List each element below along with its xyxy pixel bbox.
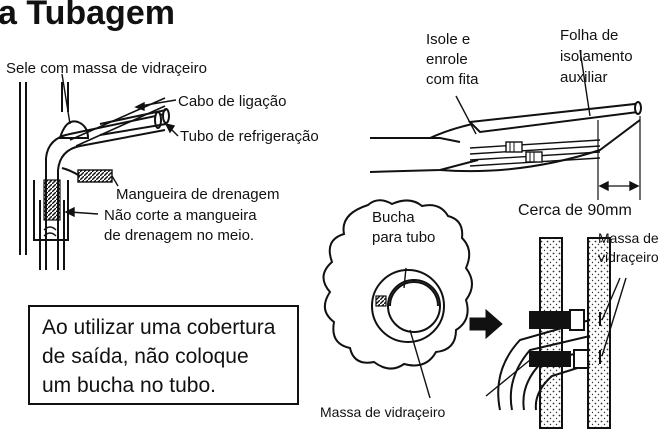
note-line-1: Ao utilizar uma cobertura — [42, 316, 276, 339]
pipes-through-wall — [497, 309, 601, 411]
label-isole-1: Isole e — [426, 31, 471, 48]
top-right-leaders — [455, 49, 640, 192]
label-folha-2: isolamento — [560, 48, 633, 65]
label-folha-3: auxiliar — [560, 69, 608, 86]
label-bucha-2: para tubo — [372, 229, 436, 246]
page-title: a Tubagem — [0, 0, 175, 32]
note-box: Ao utilizar uma cobertura de saída, não … — [28, 305, 299, 405]
insulated-pipe-drawing — [369, 101, 642, 200]
label-cabo-ligacao: Cabo de ligação — [178, 93, 287, 110]
label-mangueira-drenagem: Mangueira de drenagem — [116, 186, 280, 203]
label-massa-right-2: vidraçeiro — [598, 249, 659, 265]
note-line-2: de saída, não coloque — [42, 345, 249, 368]
direction-arrow — [469, 308, 503, 340]
bottom-leaders — [403, 267, 627, 399]
label-cerca-90mm: Cerca de 90mm — [518, 202, 632, 219]
label-bucha-1: Bucha — [372, 209, 415, 226]
label-isole-3: com fita — [426, 71, 479, 88]
label-tubo-refrigeracao: Tubo de refrigeração — [180, 128, 319, 145]
label-massa-right-1: Massa de — [598, 230, 659, 246]
right-wall-section — [539, 237, 611, 429]
note-line-3: um bucha no tubo. — [42, 374, 216, 397]
label-nao-corte-1: Não corte a mangueira — [104, 207, 257, 224]
label-sele-massa: Sele com massa de vidraçeiro — [6, 60, 207, 77]
wall-sleeve-closeup — [371, 269, 445, 343]
left-leaders — [61, 73, 179, 218]
label-nao-corte-2: de drenagem no meio. — [104, 227, 255, 244]
left-wall-drawing — [19, 82, 170, 270]
label-folha-1: Folha de — [560, 27, 619, 44]
label-isole-2: enrole — [426, 51, 468, 68]
label-massa-bottom: Massa de vidraçeiro — [320, 404, 446, 420]
